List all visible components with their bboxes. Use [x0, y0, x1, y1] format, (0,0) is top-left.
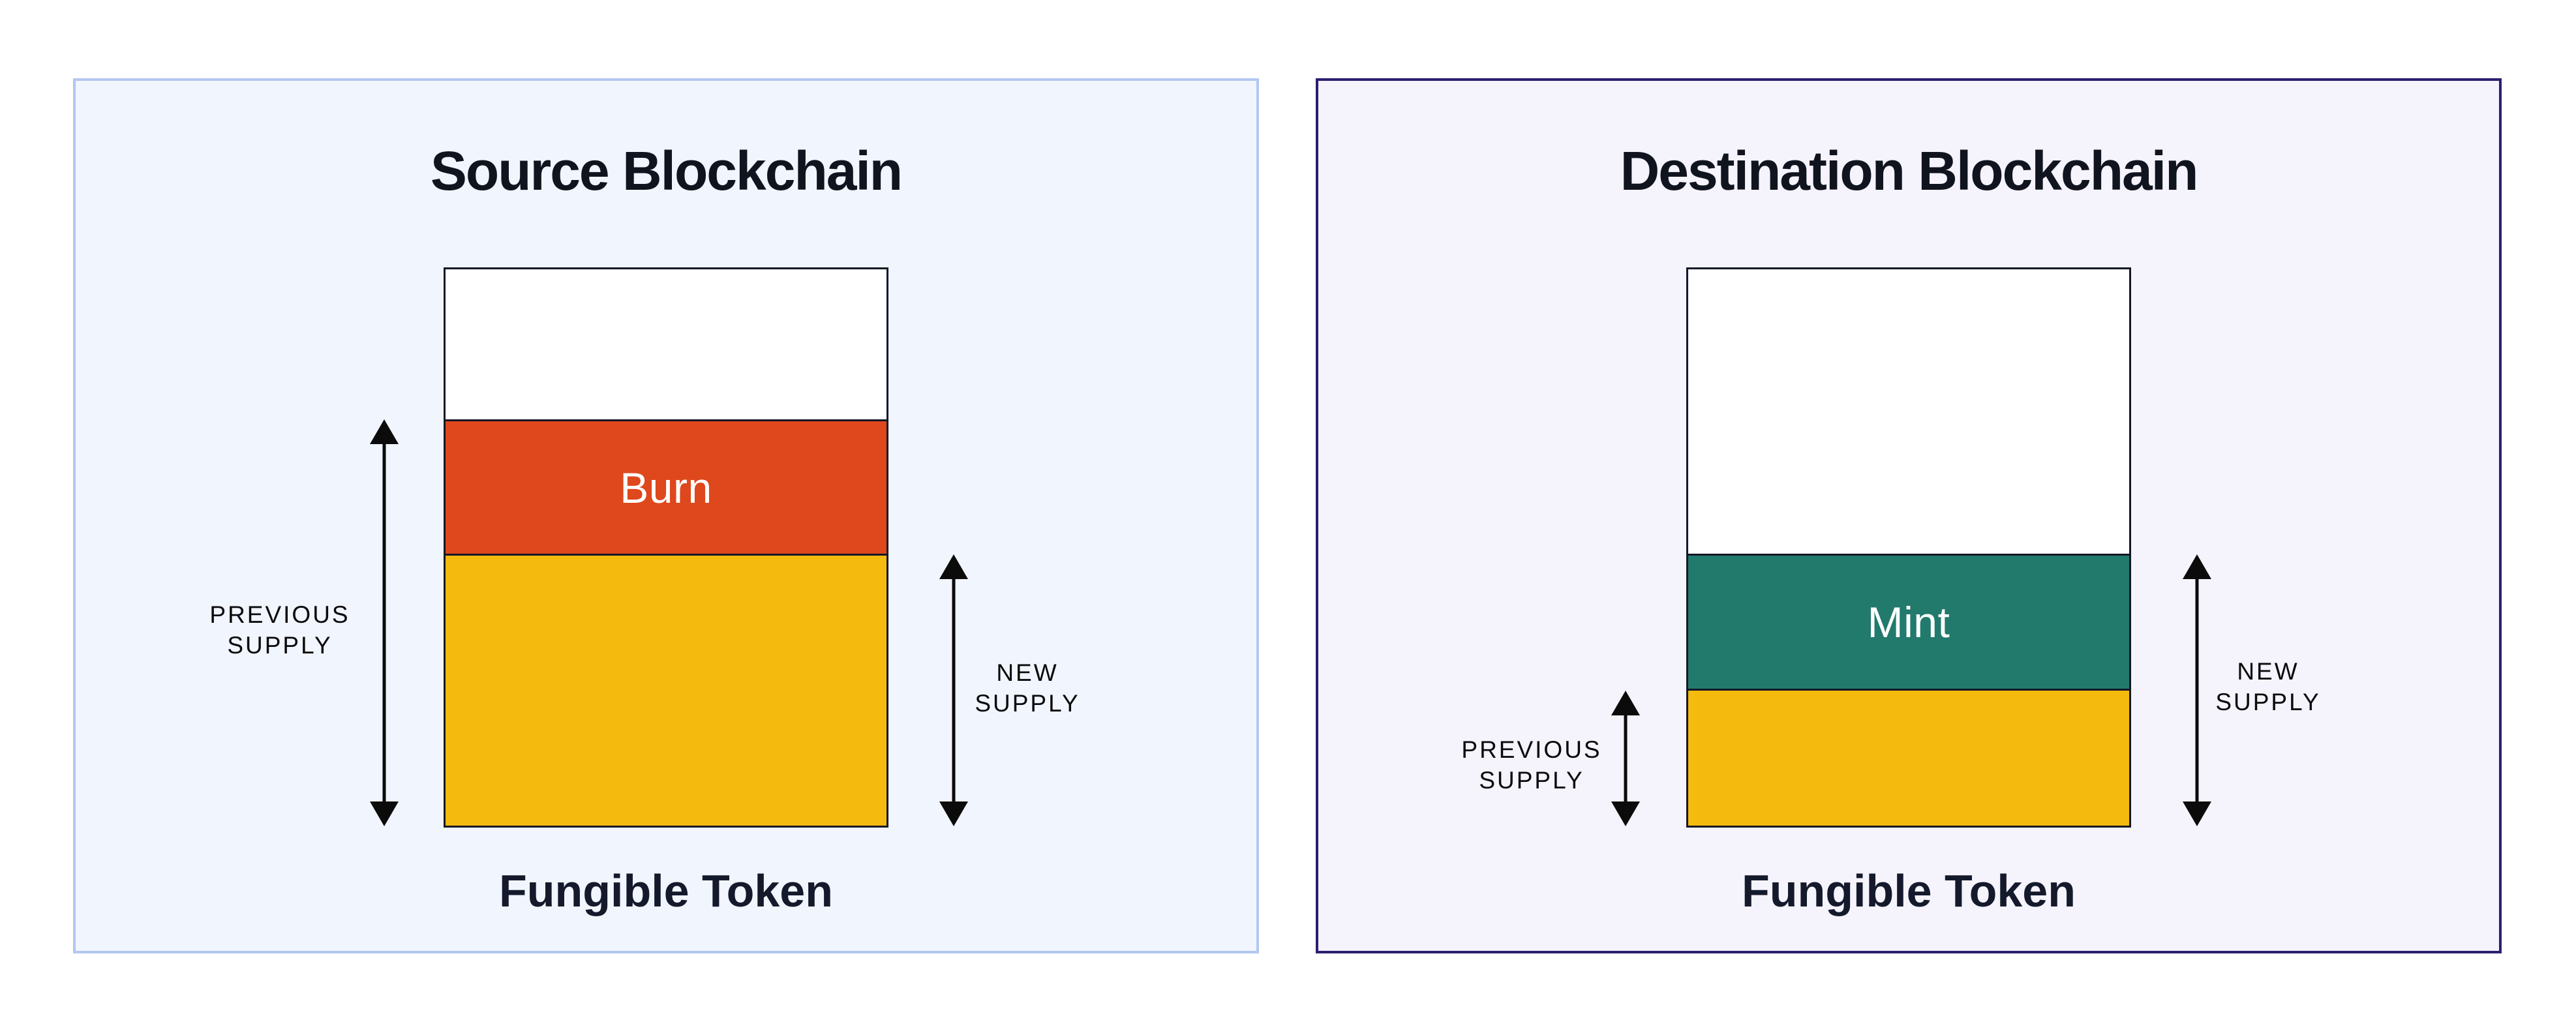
bar-segment-headroom: [446, 269, 886, 422]
token-caption: Fungible Token: [498, 865, 833, 916]
segment-label: Mint: [1867, 598, 1950, 647]
page-title: Destination Blockchain: [1620, 140, 2199, 202]
previous-supply-arrow: [1611, 691, 1640, 826]
arrow-down-icon: [370, 801, 399, 826]
arrow-shaft: [952, 570, 956, 811]
new-supply-label: NEW SUPPLY: [975, 659, 1080, 717]
source-token-bar: Burn: [444, 267, 888, 828]
arrow-shaft: [1624, 706, 1628, 811]
arrow-shaft: [2195, 570, 2199, 811]
segment-label: Burn: [620, 463, 712, 512]
previous-supply-arrow: [370, 419, 399, 826]
arrow-shaft: [382, 435, 386, 811]
bar-segment-mint: Mint: [1688, 555, 2129, 691]
new-supply-arrow: [2183, 554, 2211, 826]
arrow-down-icon: [2183, 801, 2211, 826]
arrow-down-icon: [939, 801, 968, 826]
bar-segment-remaining-supply: [446, 555, 886, 826]
bar-segment-headroom: [1688, 269, 2129, 556]
token-caption: Fungible Token: [1741, 865, 2076, 916]
destination-token-bar: Mint: [1686, 267, 2131, 828]
previous-supply-label: PREVIOUS SUPPLY: [209, 601, 350, 659]
page-title: Source Blockchain: [430, 140, 903, 202]
previous-supply-label: PREVIOUS SUPPLY: [1461, 736, 1602, 794]
destination-blockchain-panel: Destination Blockchain Mint PREVIOUS SUP…: [1316, 78, 2502, 953]
source-blockchain-panel: Source Blockchain Burn PREVIOUS SUPPLY N…: [73, 78, 1259, 953]
bar-segment-previous-supply: [1688, 691, 2129, 826]
bar-segment-burn: Burn: [446, 421, 886, 556]
new-supply-arrow: [939, 554, 968, 826]
new-supply-label: NEW SUPPLY: [2215, 658, 2321, 715]
arrow-down-icon: [1611, 801, 1640, 826]
